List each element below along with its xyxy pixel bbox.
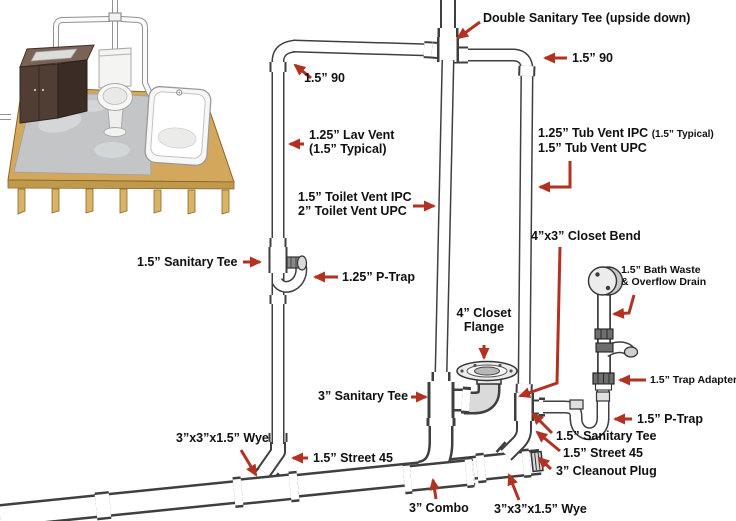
label-90-right: 1.5” 90	[572, 51, 614, 65]
arrow-90-left	[293, 63, 312, 80]
arrow-bath-waste	[612, 294, 636, 319]
scene-vent-tee	[108, 12, 122, 22]
label-bath-waste: 1.5” Bath Waste & Overflow Drain	[621, 264, 706, 288]
lav-sanitary-tee-fitting	[268, 238, 308, 304]
toilet-drain-assembly	[402, 360, 518, 495]
toilet-vent-pipe	[434, 59, 455, 375]
vanity-cabinet	[19, 44, 95, 124]
label-lav-vent-line1: 1.25” Lav Vent	[309, 128, 395, 142]
label-street-45-left: 1.5” Street 45	[313, 451, 393, 465]
arrow-cleanout-plug	[537, 456, 553, 471]
arrow-tub-vent	[538, 161, 572, 193]
overflow-plate	[587, 266, 624, 296]
label-lav-sanitary-tee: 1.5” Sanitary Tee	[137, 255, 238, 269]
bathtub	[144, 86, 212, 166]
label-tub-vent: 1.25” Tub Vent IPC (1.5” Typical) 1.5” T…	[538, 126, 714, 155]
label-toilet-vent-line2: 2” Toilet Vent UPC	[298, 204, 407, 219]
label-closet-bend: 4”x3” Closet Bend	[531, 229, 641, 243]
label-90-left: 1.5” 90	[304, 71, 346, 85]
label-lav-vent: 1.25” Lav Vent (1.5” Typical)	[309, 128, 394, 157]
tub-shoe-fitting	[594, 328, 639, 358]
label-lav-p-trap: 1.25” P-Trap	[342, 270, 415, 284]
closet-flange-fitting	[456, 360, 518, 385]
toilet	[97, 47, 133, 137]
lav-p-trap-fitting	[286, 255, 308, 271]
label-combo: 3” Combo	[409, 501, 469, 515]
label-wye-right: 3”x3”x1.5” Wye	[494, 502, 587, 516]
label-lav-vent-line2: (1.5” Typical)	[309, 142, 387, 157]
label-street-45-right: 1.5” Street 45	[563, 446, 643, 460]
label-toilet-vent-line1: 1.5” Toilet Vent IPC	[298, 190, 412, 204]
arrow-double-sanitary-tee	[456, 20, 481, 40]
annotation-arrows	[239, 20, 646, 501]
label-bath-waste-line1: 1.5” Bath Waste	[621, 264, 701, 276]
arrow-closet-bend	[518, 246, 562, 398]
trap-adapter-fitting	[592, 372, 615, 391]
bath-waste-assembly	[543, 266, 639, 441]
label-toilet-sanitary-tee: 3” Sanitary Tee	[318, 389, 409, 403]
arrow-tub-sanitary-tee	[531, 412, 554, 435]
floor-joists	[17, 188, 230, 215]
tub-vent-pipe	[460, 46, 536, 395]
label-cleanout-plug: 3” Cleanout Plug	[556, 464, 657, 478]
label-tub-p-trap: 1.5” P-Trap	[637, 412, 703, 426]
label-trap-adapter: 1.5” Trap Adapter	[650, 374, 736, 386]
label-closet-flange-line1: 4” Closet	[456, 306, 512, 320]
lav-vent-pipe	[269, 39, 433, 444]
label-closet-flange: 4” Closet Flange	[444, 306, 524, 335]
label-tub-vent-note: (1.5” Typical)	[651, 129, 714, 140]
label-toilet-vent: 1.5” Toilet Vent IPC 2” Toilet Vent UPC	[298, 190, 412, 219]
arrow-street-45-right	[535, 430, 561, 453]
arrow-wye-left	[239, 449, 258, 477]
label-wye-left: 3”x3”x1.5” Wye	[176, 431, 269, 445]
label-tub-vent-line2: 1.5” Tub Vent UPC	[538, 140, 647, 155]
bathroom-3d-scene	[0, 0, 235, 215]
vanity-sink	[30, 48, 78, 62]
label-closet-flange-line2: Flange	[463, 320, 505, 335]
label-double-sanitary-tee: Double Sanitary Tee (upside down)	[483, 11, 691, 25]
arrow-wye-right	[507, 473, 521, 501]
label-bath-waste-line2: & Overflow Drain	[621, 276, 707, 289]
arrow-combo	[429, 478, 440, 500]
label-tub-vent-line1: 1.25” Tub Vent IPC	[538, 126, 649, 140]
tub-drain-tie-in-assembly	[475, 383, 545, 484]
label-tub-sanitary-tee: 1.5” Sanitary Tee	[556, 429, 657, 443]
